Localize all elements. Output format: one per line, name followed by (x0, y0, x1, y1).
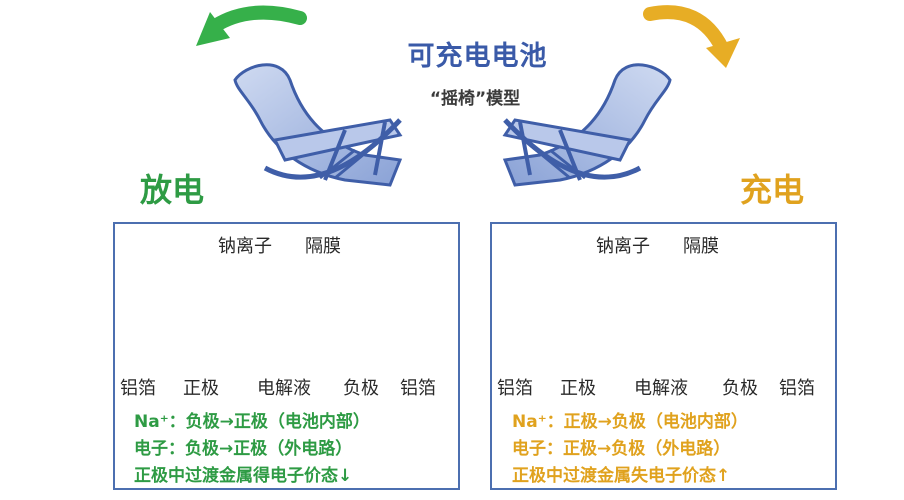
foil-label: 铝箔 (497, 378, 533, 399)
charge-line-1: Na⁺：正极→负极（电池内部） (512, 412, 748, 432)
discharge-arrowhead (196, 12, 230, 46)
charge-panel (490, 222, 837, 490)
anode-label: 负极 (343, 378, 379, 399)
discharge-label: 放电 (140, 171, 205, 209)
foil-label: 铝箔 (120, 378, 156, 399)
charge-curved-arrow (643, 5, 729, 55)
charge-line-3: 正极中过渡金属失电子价态↑ (512, 466, 731, 486)
charge-label: 充电 (740, 171, 805, 209)
foil-label: 铝箔 (779, 378, 815, 399)
ion-label: 钠离子 (218, 236, 272, 257)
cathode-label: 正极 (183, 378, 219, 399)
diagram-title: 可充电电池 (407, 41, 548, 72)
discharge-line-1: Na⁺：负极→正极（电池内部） (134, 412, 370, 432)
discharge-line-2: 电子：负极→正极（外电路） (134, 439, 353, 459)
separator-label: 隔膜 (683, 236, 719, 257)
discharge-panel (113, 222, 460, 490)
ion-label: 钠离子 (596, 236, 650, 257)
diagram-subtitle: “摇椅”模型 (429, 89, 521, 109)
rocking-chair-left-icon (233, 63, 403, 187)
separator-label: 隔膜 (305, 236, 341, 257)
charge-arrowhead (706, 38, 740, 68)
cathode-label: 正极 (560, 378, 596, 399)
discharge-curved-arrow (208, 5, 307, 33)
charge-line-2: 电子：正极→负极（外电路） (512, 439, 731, 459)
anode-label: 负极 (722, 378, 758, 399)
foil-label: 铝箔 (400, 378, 436, 399)
electrolyte-label: 电解液 (634, 378, 688, 399)
discharge-line-3: 正极中过渡金属得电子价态↓ (134, 466, 353, 486)
electrolyte-label: 电解液 (257, 378, 311, 399)
rocking-chair-right-icon (502, 63, 672, 187)
